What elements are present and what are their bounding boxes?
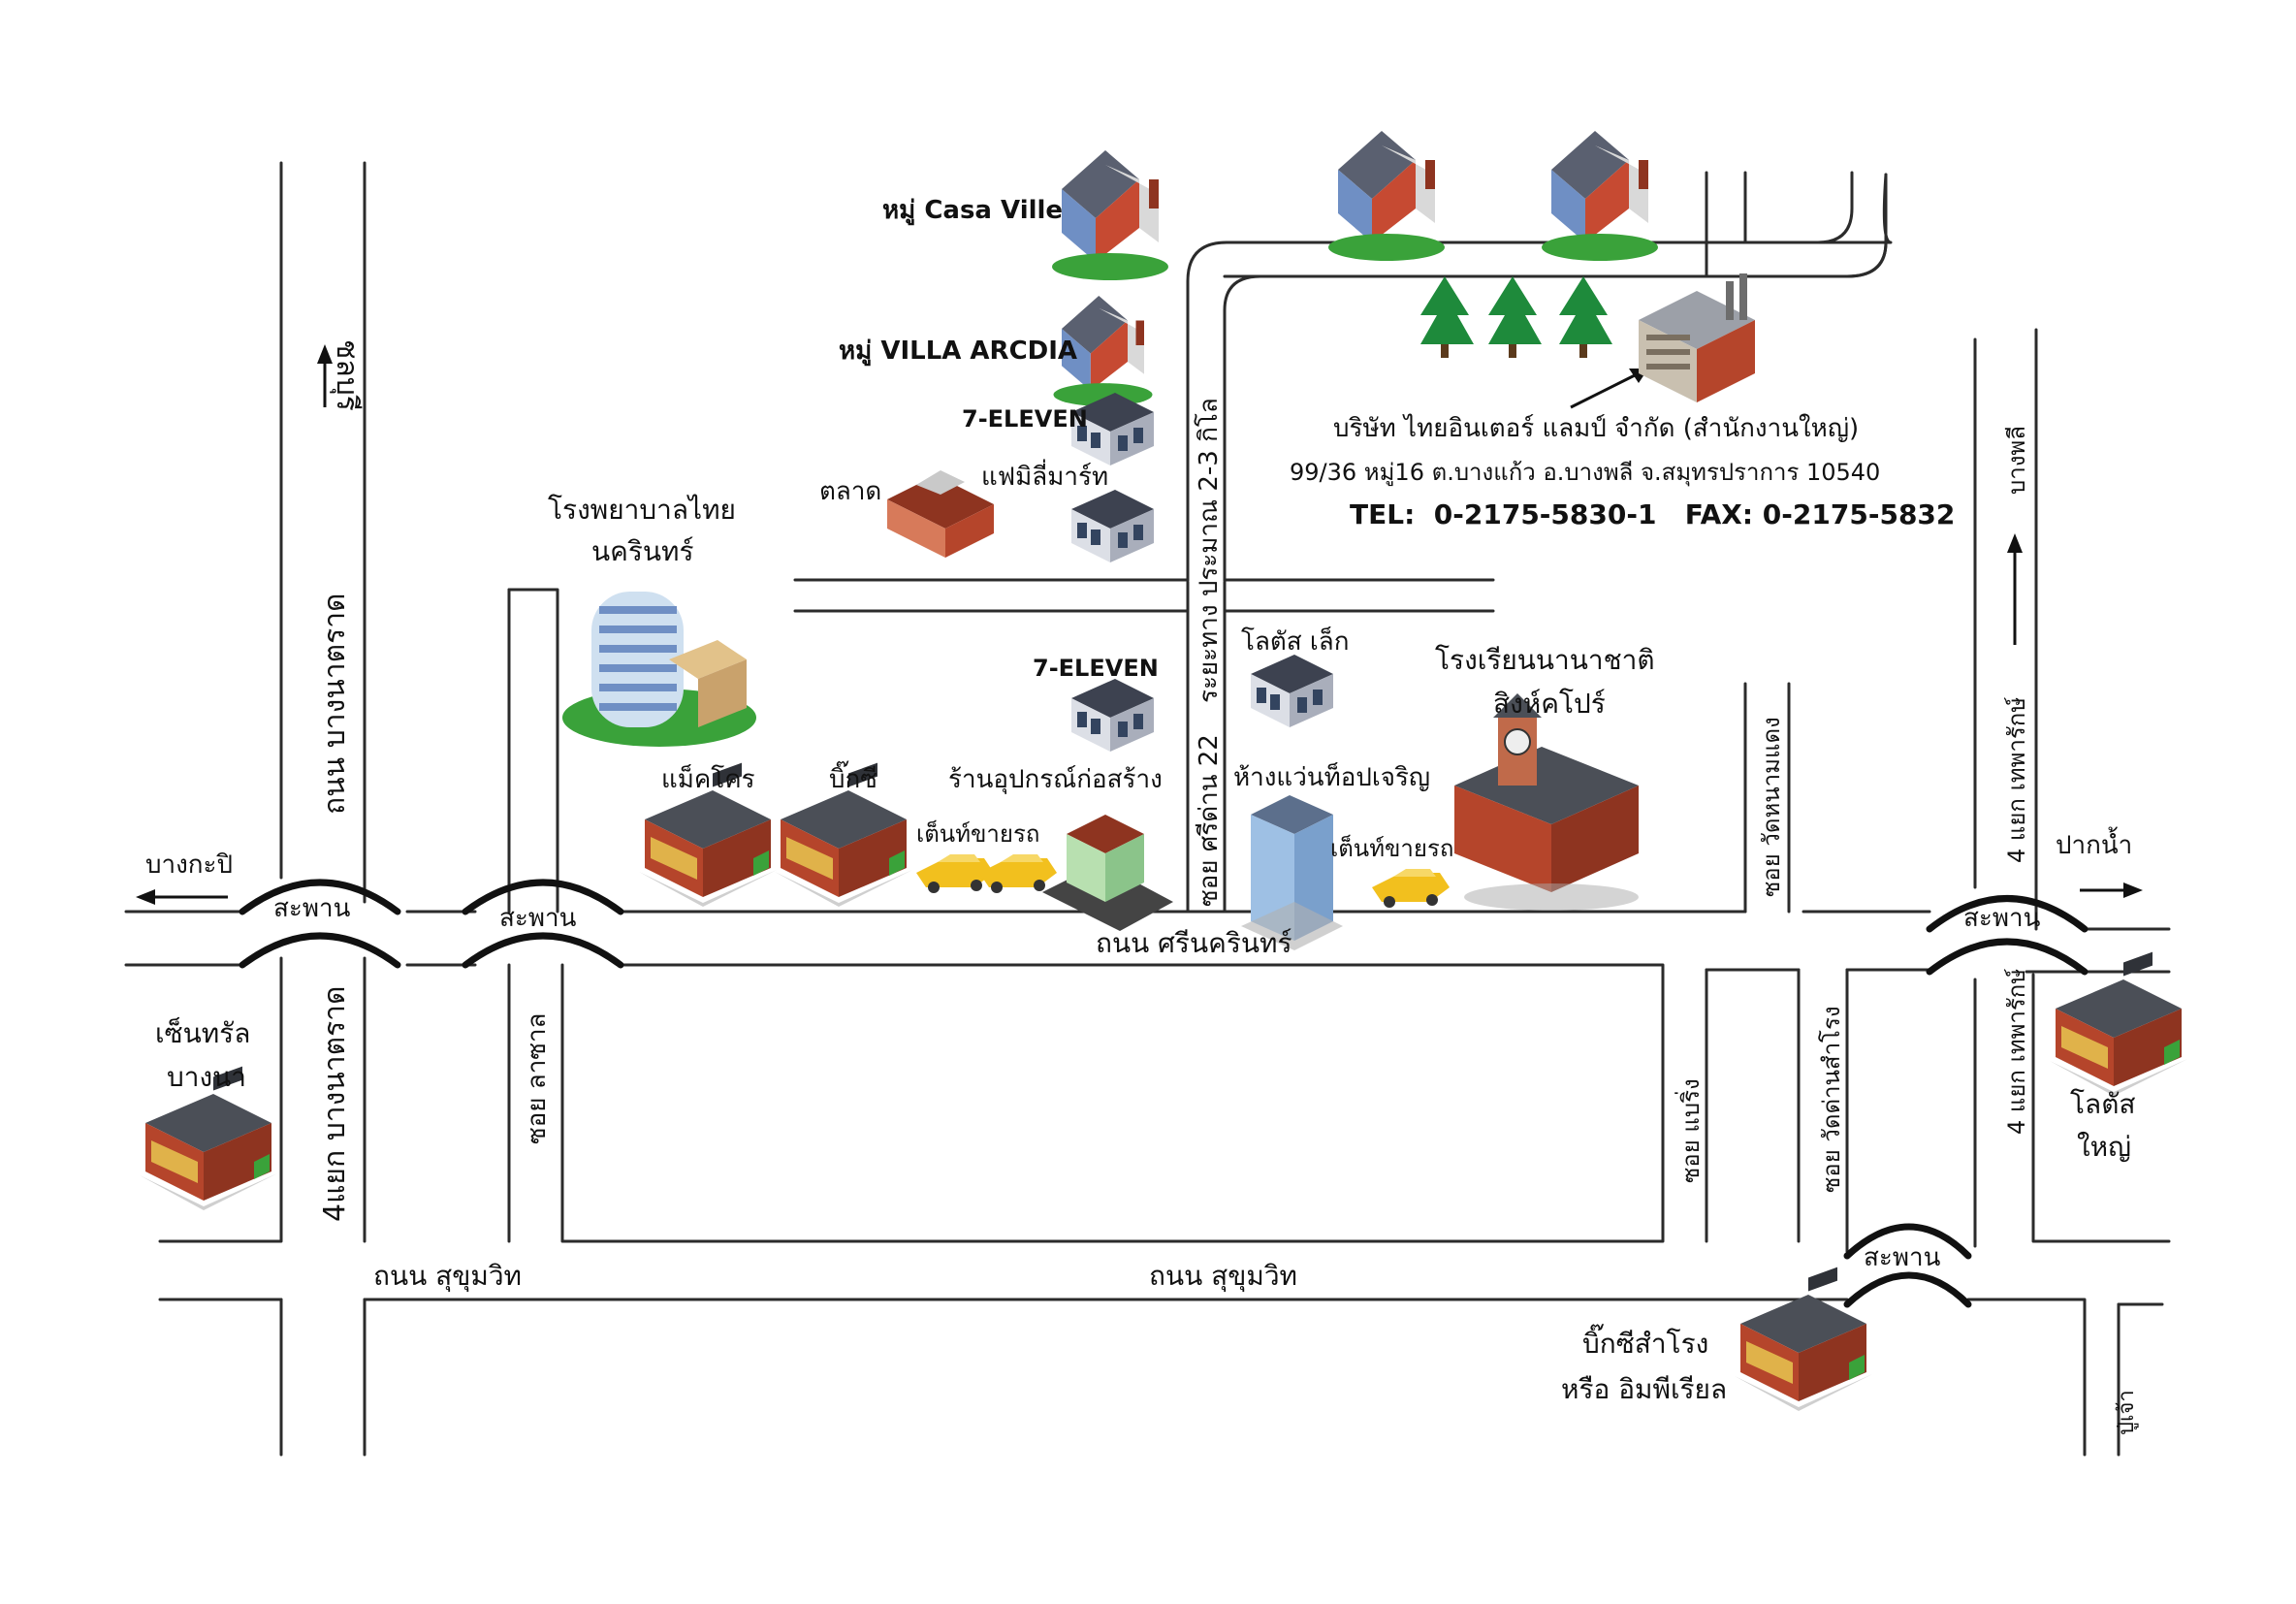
bridge-label: สะพาน bbox=[499, 904, 577, 933]
place-label-school: โรงเรียนนานาชาติ bbox=[1435, 644, 1655, 676]
road-label-soi-wat-dan-samrong: ซอย วัดด่านสำโรง bbox=[1818, 1006, 1845, 1193]
road-label-soi-sridan: ซอย ศรีด่าน 22 bbox=[1195, 734, 1224, 907]
place-label-hardware-store: ร้านอุปกรณ์ก่อสร้าง bbox=[948, 765, 1163, 794]
office-tower-icon bbox=[1241, 795, 1343, 950]
mall-icon bbox=[2050, 951, 2187, 1096]
road-label-bangna-trad-junction: 4แยก บางนาตราด bbox=[318, 985, 352, 1222]
house-icon bbox=[1328, 131, 1445, 261]
hospital-icon bbox=[562, 592, 756, 747]
road-label-bangna-trad: ถนน บางนาตราด bbox=[318, 593, 352, 815]
road-label-theparak-north: 4 แยก เทพารักษ์ bbox=[2003, 696, 2030, 863]
place-label-casa-ville: หมู่ Casa Ville bbox=[882, 196, 1063, 226]
company-address: 99/36 หมู่16 ต.บางแก้ว อ.บางพลี จ.สมุทรป… bbox=[1290, 459, 1880, 487]
road-label-sukhumvit: ถนน สุขุมวิท bbox=[1149, 1260, 1297, 1293]
place-label-market: ตลาด bbox=[819, 477, 881, 506]
place-label-bigc-samrong: บิ๊กซีสำโรง bbox=[1582, 1324, 1708, 1360]
road-label-puchao: ปู่เจ้า bbox=[2115, 1390, 2139, 1435]
place-label-hospital: นครินทร์ bbox=[591, 535, 694, 567]
place-label-makro: แม็คโคร bbox=[661, 763, 755, 794]
house-icon bbox=[1052, 150, 1168, 280]
road-label-pak-nam: ปากน้ำ bbox=[2056, 826, 2132, 860]
place-label-lotus-big: ใหญ่ bbox=[2077, 1131, 2131, 1163]
road-label-bang-kapi: บางกะปิ bbox=[145, 850, 233, 880]
road-label-chonburi: ชลบุรี bbox=[329, 339, 364, 411]
taxi-icon bbox=[979, 854, 1057, 893]
place-label-family-mart: แฟมิลี่มาร์ท bbox=[981, 459, 1108, 492]
mall-icon bbox=[1735, 1267, 1872, 1411]
place-label-seven-eleven: 7-ELEVEN bbox=[1033, 655, 1159, 682]
place-label-tent-car: เต็นท์ขายรถ bbox=[916, 819, 1039, 848]
tree-icon bbox=[1420, 276, 1474, 358]
road-label-theparak-south: 4 แยก เทพารักษ์ bbox=[2003, 968, 2030, 1135]
company-name: บริษัท ไทยอินเตอร์ แลมป์ จำกัด (สำนักงาน… bbox=[1333, 413, 1859, 443]
road-network bbox=[124, 161, 2171, 1457]
place-label-central: บางนา bbox=[167, 1061, 246, 1093]
place-label-lotus-big: โลตัส bbox=[2070, 1088, 2135, 1120]
shop-icon bbox=[1071, 679, 1154, 752]
bridge-label: สะพาน bbox=[1864, 1243, 1941, 1272]
road-label-soi-baeng: ซอย แบริ่ง bbox=[1674, 1078, 1705, 1183]
road-label-soi-lasalle: ซอย ลาซาล bbox=[523, 1013, 552, 1144]
place-label-school: สิงห์คโปร์ bbox=[1493, 688, 1606, 720]
shop-icon bbox=[1071, 490, 1154, 562]
bridge-label: สะพาน bbox=[1963, 904, 2041, 933]
school-icon bbox=[1454, 693, 1639, 911]
shop-icon bbox=[1251, 655, 1333, 727]
tree-icon bbox=[1559, 276, 1612, 358]
road-label-soi-wat-hua-mang-daeng: ซอย วัดหนามแดง bbox=[1758, 717, 1785, 897]
road-label-bangphli: บางพลี bbox=[2003, 426, 2030, 495]
place-label-top-charoen: ห้างแว่นท็อปเจริญ bbox=[1233, 761, 1430, 792]
company-contact: TEL: 0-2175-5830-1 FAX: 0-2175-5832 bbox=[1350, 498, 1955, 530]
house-icon bbox=[1542, 131, 1658, 261]
place-label-seven-eleven: 7-ELEVEN bbox=[962, 405, 1088, 433]
road-label-distance: ระยะทาง ประมาณ 2-3 กิโล bbox=[1194, 398, 1224, 703]
place-label-villa-arcadia: หมู่ VILLA ARCDIA bbox=[839, 337, 1077, 367]
place-label-central: เซ็นทรัล bbox=[155, 1016, 250, 1049]
place-label-bigc-samrong: หรือ อิมพีเรียล bbox=[1561, 1373, 1727, 1405]
place-label-bigc: บิ๊กซี bbox=[829, 760, 877, 794]
tree-icon bbox=[1488, 276, 1542, 358]
place-label-hospital: โรงพยาบาลไทย bbox=[548, 494, 736, 526]
bridge-label: สะพาน bbox=[273, 894, 351, 923]
hardware-store-icon bbox=[1042, 815, 1173, 931]
place-label-lotus-small: โลตัส เล็ก bbox=[1241, 626, 1349, 657]
road-label-srinakarin: ถนน ศรีนครินทร์ bbox=[1096, 927, 1292, 959]
factory-icon bbox=[1639, 273, 1755, 402]
bridges bbox=[239, 879, 2089, 1308]
taxi-icon bbox=[1372, 869, 1450, 908]
road-label-sukhumvit: ถนน สุขุมวิท bbox=[373, 1260, 522, 1293]
market-icon bbox=[887, 470, 994, 558]
place-label-tent-car: เต็นท์ขายรถ bbox=[1330, 834, 1453, 862]
